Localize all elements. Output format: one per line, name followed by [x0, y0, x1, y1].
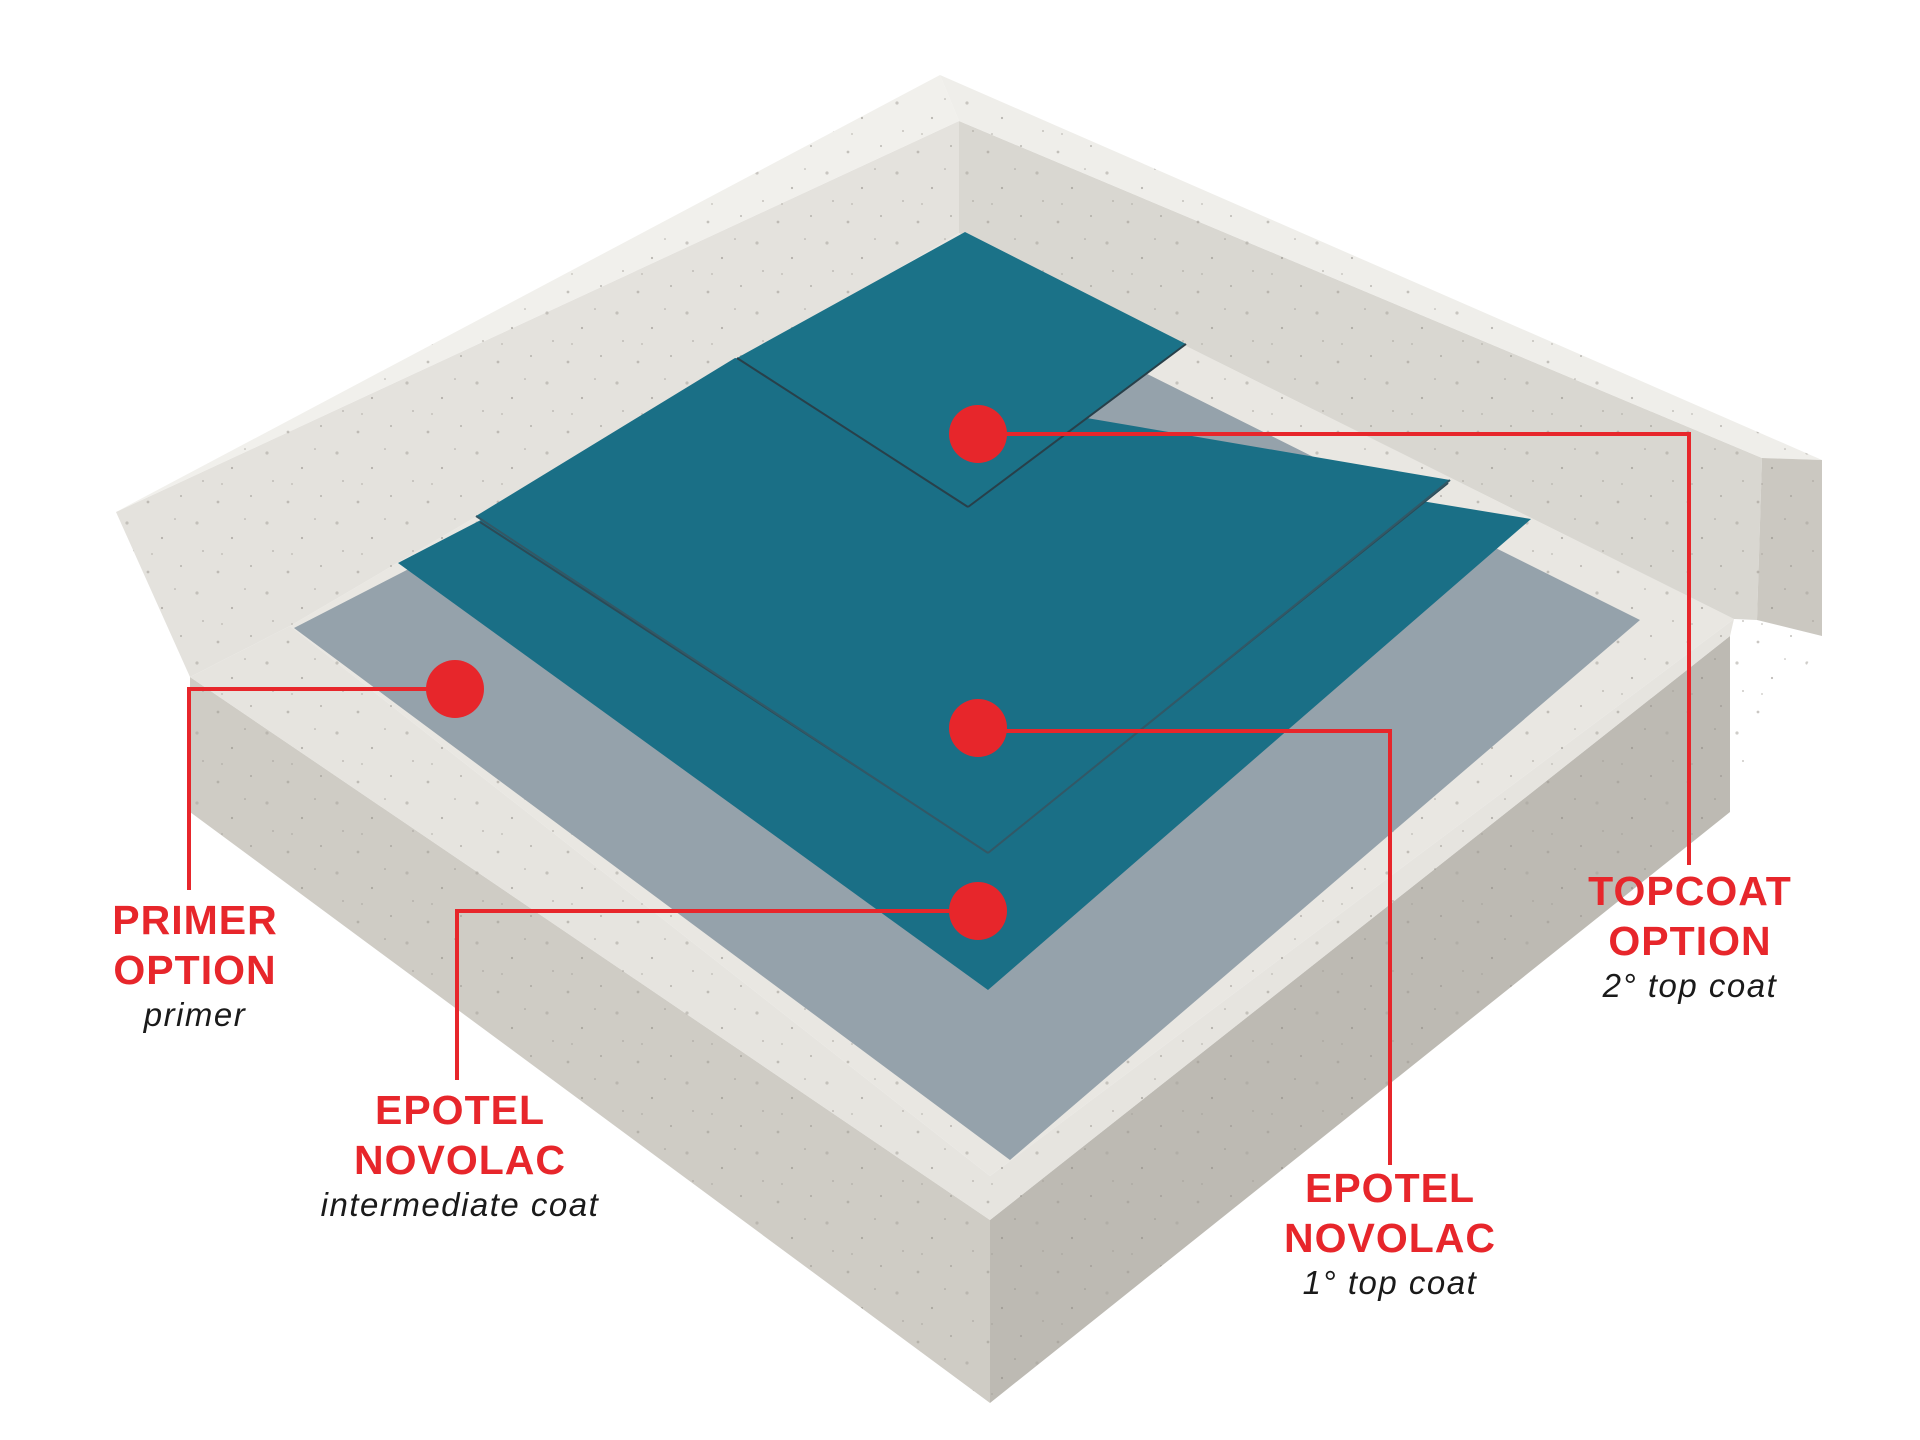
- topcoat-marker: [949, 405, 1007, 463]
- topcoat-callout-line1: TOPCOAT: [1588, 868, 1792, 914]
- intermediate-marker: [949, 882, 1007, 940]
- second-top-coat-layer: [737, 232, 1186, 507]
- first-top-coat-layer: [476, 358, 1450, 853]
- primer-callout: PRIMER OPTION primer: [80, 895, 310, 1035]
- primer-marker: [426, 660, 484, 718]
- primer-leader-line: [187, 687, 455, 890]
- primer-callout-sub: primer: [143, 996, 247, 1034]
- intermediate-callout: EPOTEL NOVOLAC intermediate coat: [270, 1085, 650, 1225]
- first-top-coat-callout-line1: EPOTEL: [1304, 1165, 1476, 1211]
- topcoat-leader-line: [978, 432, 1691, 865]
- leader-lines: [187, 432, 1691, 1165]
- intermediate-callout-line1: EPOTEL: [374, 1087, 546, 1133]
- first-top-coat-callout: EPOTEL NOVOLAC 1° top coat: [1240, 1163, 1540, 1303]
- intermediate-leader-line: [455, 909, 978, 1080]
- first-top-coat-leader-line: [978, 729, 1392, 1165]
- topcoat-callout-sub: 2° top coat: [1602, 967, 1778, 1005]
- topcoat-callout: TOPCOAT OPTION 2° top coat: [1555, 866, 1825, 1006]
- primer-callout-line2: OPTION: [113, 947, 277, 994]
- first-top-coat-callout-sub: 1° top coat: [1302, 1264, 1478, 1302]
- first-top-coat-marker: [949, 699, 1007, 757]
- first-top-coat-callout-line2: NOVOLAC: [1284, 1215, 1496, 1262]
- topcoat-callout-line2: OPTION: [1608, 918, 1772, 965]
- intermediate-callout-line2: NOVOLAC: [354, 1137, 566, 1184]
- intermediate-callout-sub: intermediate coat: [320, 1186, 600, 1224]
- primer-callout-line1: PRIMER: [112, 897, 278, 943]
